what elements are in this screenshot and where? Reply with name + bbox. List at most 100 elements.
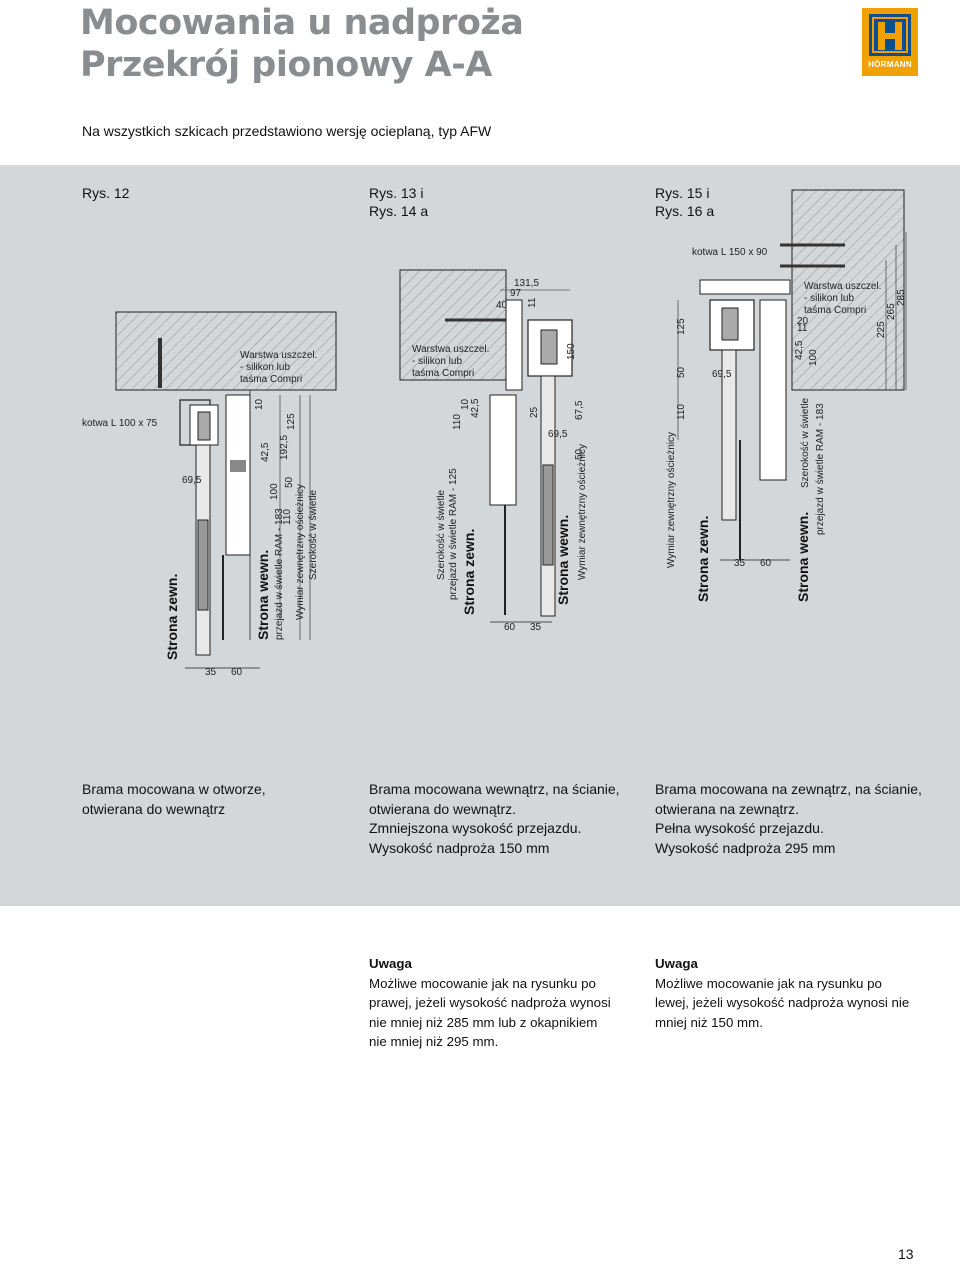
guide-rail <box>721 349 737 521</box>
dim-42-5: 42,5 <box>260 442 271 462</box>
frame-profile <box>759 299 787 481</box>
spring <box>197 519 209 611</box>
dim-42-5: 42,5 <box>470 398 481 418</box>
caption-rys-13-14: Brama mocowana wewnątrz, na ścianie, otw… <box>369 780 620 858</box>
note-line: lewej, jeżeli wysokość nadproża wynosi n… <box>655 995 910 1010</box>
dim-50: 50 <box>284 476 295 488</box>
dim-50: 50 <box>574 448 585 460</box>
clear-width-label: Szerokość w świetle <box>308 490 319 580</box>
dim-11: 11 <box>797 323 808 334</box>
figure-label-line: Rys. 14 a <box>369 203 429 219</box>
dim-42-5: 42,5 <box>794 340 805 360</box>
seal-note-line2: - silikon lub <box>240 362 290 373</box>
seal-note-line2: - silikon lub <box>412 356 462 367</box>
caption-line: otwierana na zewnątrz. <box>655 800 799 817</box>
drawing-rys-13-14: Warstwa uszczel. - silikon lub taśma Com… <box>399 269 588 633</box>
frame-profile <box>489 394 517 506</box>
seal-note-line1: Warstwa uszczel. <box>412 344 489 355</box>
outside-label: Strona zewn. <box>461 529 477 615</box>
note-heading: Uwaga <box>369 956 412 971</box>
seal-note-line3: taśma Compri <box>412 368 474 379</box>
dim-110: 110 <box>676 404 687 420</box>
note-line: Możliwe mocowanie jak na rysunku po <box>369 975 596 991</box>
roller <box>721 307 739 341</box>
note-left: Uwaga Możliwe mocowanie jak na rysunku p… <box>369 954 611 1052</box>
clear-passage-label: przejazd w świetle RAM - 125 <box>448 468 459 600</box>
dim-100: 100 <box>808 349 819 366</box>
dim-60: 60 <box>760 558 772 569</box>
dim-285: 285 <box>896 289 907 306</box>
caption-line: otwierana do wewnątrz. <box>369 800 517 817</box>
dim-225: 225 <box>876 321 887 338</box>
caption-line: Brama mocowana w otworze, <box>82 781 266 797</box>
clear-width-label: Szerokość w świetle <box>436 490 447 580</box>
dim-11: 11 <box>527 297 538 308</box>
hormann-logo: HÖRMANN <box>862 8 918 76</box>
page-number: 13 <box>898 1246 914 1262</box>
caption-line: Brama mocowana wewnątrz, na ścianie, <box>369 781 620 797</box>
page-title: Mocowania u nadproża Przekrój pionowy A-… <box>80 2 524 86</box>
note-line: nie mniej niż 295 mm. <box>369 1034 499 1049</box>
lintel-wall <box>399 269 507 381</box>
figure-label-12: Rys. 12 <box>82 184 129 202</box>
dim-35: 35 <box>530 622 542 633</box>
seal-note-line2: - silikon lub <box>804 293 854 304</box>
wall-bracket <box>505 299 523 391</box>
inside-label: Strona wewn. <box>255 550 271 640</box>
frame-profile <box>225 394 251 556</box>
seal <box>230 460 246 472</box>
caption-rys-12: Brama mocowana w otworze, otwierana do w… <box>82 780 266 819</box>
caption-line: Brama mocowana na zewnątrz, na ścianie, <box>655 781 922 797</box>
inside-label: Strona wewn. <box>555 515 571 605</box>
dim-125: 125 <box>676 318 687 335</box>
note-right: Uwaga Możliwe mocowanie jak na rysunku p… <box>655 954 909 1032</box>
dim-97: 97 <box>510 288 522 299</box>
caption-line: Zmniejszona wysokość przejazdu. <box>369 820 582 836</box>
dim-10: 10 <box>254 398 265 410</box>
seal-note-line3: taśma Compri <box>804 305 866 316</box>
note-line: prawej, jeżeli wysokość nadproża wynosi <box>369 995 611 1010</box>
caption-rys-15-16: Brama mocowana na zewnątrz, na ścianie, … <box>655 780 922 858</box>
anchor-note: kotwa L 150 x 90 <box>692 247 768 258</box>
dim-110: 110 <box>282 509 293 525</box>
dim-50: 50 <box>676 366 687 378</box>
drawing-rys-15-16: kotwa L 150 x 90 Warstwa uszczel. - sili… <box>666 189 907 602</box>
dim-69-5: 69,5 <box>712 369 732 380</box>
dim-20: 20 <box>797 316 809 327</box>
caption-line: Pełna wysokość przejazdu. <box>655 820 824 836</box>
dim-60: 60 <box>231 667 243 678</box>
roller <box>540 329 558 365</box>
dim-125: 125 <box>286 413 297 430</box>
dim-35: 35 <box>205 667 217 678</box>
inside-label: Strona wewn. <box>795 512 811 602</box>
seal-note-line1: Warstwa uszczel. <box>240 350 317 361</box>
dim-150: 150 <box>566 343 577 360</box>
lintel-wall <box>791 189 905 391</box>
roller <box>197 411 211 441</box>
drawing-rys-12: Warstwa uszczel. - silikon lub taśma Com… <box>82 311 337 678</box>
outside-label: Strona zewn. <box>164 574 180 660</box>
logo-h-icon <box>869 14 911 56</box>
figure-label-15-16: Rys. 15 i Rys. 16 a <box>655 184 714 220</box>
dim-100: 100 <box>269 483 280 500</box>
intro-text: Na wszystkich szkicach przedstawiono wer… <box>82 123 492 139</box>
dim-69-5: 69,5 <box>548 429 568 440</box>
dim-131-5: 131,5 <box>514 278 539 289</box>
dim-35: 35 <box>734 558 746 569</box>
dim-110: 110 <box>452 414 463 430</box>
dim-69-5: 69,5 <box>182 475 202 486</box>
seal-note-line1: Warstwa uszczel. <box>804 281 881 292</box>
caption-line: Wysokość nadproża 150 mm <box>369 839 550 856</box>
title-line-1: Mocowania u nadproża <box>80 3 524 43</box>
clear-passage-label: przejazd w świetle RAM - 183 <box>274 508 285 640</box>
figure-label-line: Rys. 15 i <box>655 185 710 201</box>
frame-outer-label: Wymiar zewnętrzny ościeżnicy <box>577 444 588 580</box>
dim-67-5: 67,5 <box>574 400 585 420</box>
figure-label-line: Rys. 16 a <box>655 203 715 219</box>
dim-10: 10 <box>460 398 471 410</box>
note-heading: Uwaga <box>655 956 698 971</box>
clear-passage-label: przejazd w świetle RAM - 183 <box>815 403 826 535</box>
dim-25: 25 <box>529 406 540 418</box>
anchor-note: kotwa L 100 x 75 <box>82 418 158 429</box>
clear-width-label: Szerokość w świetle <box>800 398 811 488</box>
